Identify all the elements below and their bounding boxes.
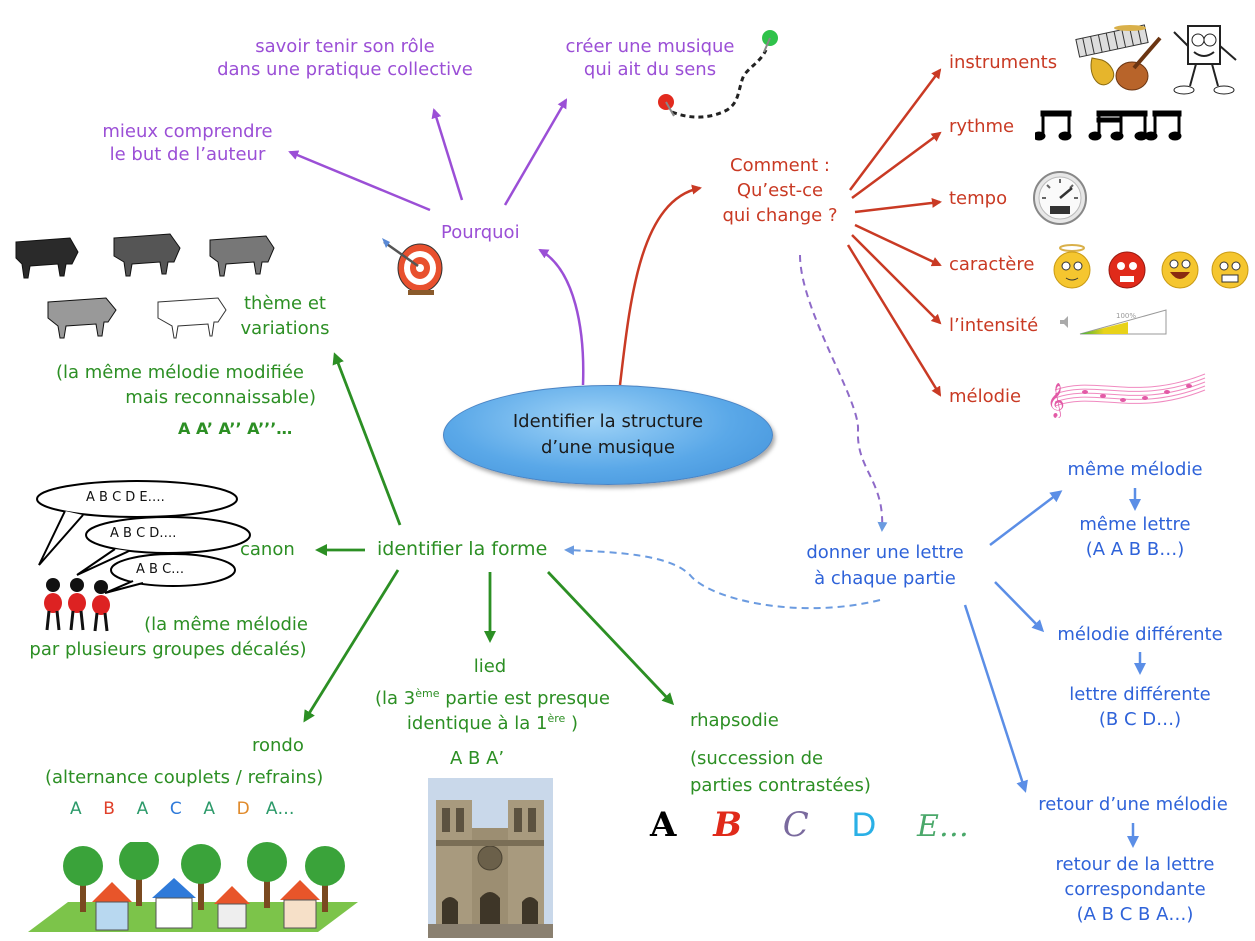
diff-letter-node: lettre différente (B C D…) [1069,684,1211,731]
link-center-pourquoi [538,248,585,386]
melody-staff-icon: 𝄞 [1047,373,1206,418]
rhapsodie-desc: (succession de parties contrastées) [690,748,871,796]
canon-speech-bubbles [36,480,251,632]
rondo-desc: (alternance couplets / refrains) [45,767,324,788]
link-forme-rhapsodie [546,571,675,706]
return-letter-node: retour de la lettre correspondante (A B … [1055,854,1215,926]
bubble-1-text: A B C D E…. [86,490,165,505]
link-pourquoi-sens [503,98,568,206]
svg-text:𝄞: 𝄞 [1047,383,1065,418]
link-comment-rythme [851,131,942,200]
link-comment-instruments [849,68,942,191]
rondo-letters: A B A C A D A… [70,799,295,819]
bubble-3-text: A B C… [136,562,185,577]
sens-node: créer une musique qui ait du sens [565,36,735,80]
theme-node: thème et variations [240,293,330,340]
canon-label: canon [240,539,295,560]
but-node: mieux comprendre le but de l’auteur [102,121,273,165]
item-melodie: mélodie [949,386,1022,407]
rhythm-notes-icon [1035,110,1182,141]
cartoon-drummer-icon [1173,25,1237,95]
singing-ants-icon [44,578,110,632]
diff-melody-label: mélodie différente [1057,624,1223,645]
emoji-faces-icon [1053,244,1249,289]
same-melody-label: même mélodie [1067,459,1203,480]
bull-drawings-icon [15,233,275,339]
link-lettre-ret [963,604,1028,793]
lied-letters: A B A’ [450,748,505,769]
rhapsodie-letters: A B C D E… [650,805,969,845]
link-lettre-same [989,490,1063,546]
center-node: Identifier la structure d’une musique [443,385,773,485]
comment-node: Comment : Qu’est-ce qui change ? [722,155,838,227]
role-node: savoir tenir son rôle dans une pratique … [217,36,473,80]
link-comment-tempo [854,197,942,214]
instruments-icon [1075,24,1162,91]
link-lettre-diff [994,581,1045,633]
bubble-2-text: A B C D…. [110,526,177,541]
forme-node: identifier la forme [377,538,548,560]
theme-letters: A A’ A’’ A’’’… [178,419,293,438]
theme-desc: (la même mélodie modifiée mais reconnais… [55,362,316,409]
link-pourquoi-but [288,150,431,212]
link-forme-rondo [303,569,400,723]
lied-desc: (la 3ème partie est presque identique à … [375,687,610,735]
same-letter-node: même lettre (A A B B…) [1079,514,1191,561]
link-center-comment [618,184,702,386]
canon-desc: (la même mélodie par plusieurs groupes d… [29,614,308,661]
speedometer-icon [1033,171,1087,225]
link-comment-lettre-dashed [799,254,888,532]
item-tempo: tempo [949,188,1008,209]
pushpin-path-icon [658,30,778,119]
intensity-percent: 100% [1116,312,1136,320]
lettre-node: donner une lettre à chaque partie [806,542,964,590]
pourquoi-label: Pourquoi [441,222,520,243]
link-forme-theme [332,352,402,526]
rondo-label: rondo [252,735,304,756]
link-lettre-forme-dashed [564,545,881,610]
houses-and-trees-icon [28,842,358,932]
link-comment-caractere [854,223,942,267]
return-melody-label: retour d’une mélodie [1038,794,1228,815]
center-line2: d’une musique [541,437,675,458]
target-icon [382,238,443,295]
center-line1: Identifier la structure [512,410,704,432]
rhapsodie-label: rhapsodie [690,710,779,731]
notre-dame-cathedral-icon [428,778,553,938]
link-pourquoi-role [431,108,464,201]
volume-intensity-icon: 100% [1060,309,1167,335]
item-instruments: instruments [949,52,1058,73]
link-comment-melodie [846,244,942,397]
item-caractere: caractère [949,254,1035,275]
item-intensite: l’intensité [949,315,1039,336]
item-rythme: rythme [949,116,1015,137]
link-comment-intensite [851,234,942,325]
lied-label: lied [473,656,507,677]
